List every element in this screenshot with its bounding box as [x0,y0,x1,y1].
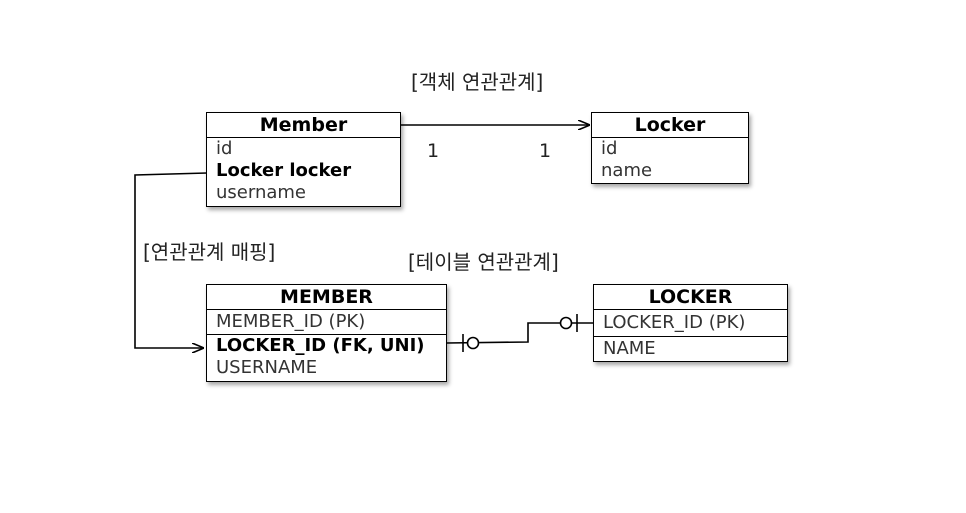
member-class-fields: id Locker locker username [207,138,400,204]
multiplicity-source: 1 [427,140,440,162]
member-column-locker-id: LOCKER_ID (FK, UNI) [216,335,425,356]
locker-class-name: Locker [592,113,748,138]
member-column-pk: MEMBER_ID (PK) [216,311,366,332]
locker-field-name: name [601,160,653,181]
locker-column-name: NAME [603,338,656,359]
member-column-username: USERNAME [216,357,318,378]
mapping-title: [연관관계 매핑] [143,240,276,264]
member-table-pk-section: MEMBER_ID (PK) [207,310,446,335]
member-table-box: MEMBER MEMBER_ID (PK) LOCKER_ID (FK, UNI… [206,284,447,382]
locker-table-name: LOCKER [594,285,787,310]
member-class-box: Member id Locker locker username [206,112,401,207]
member-class-name: Member [207,113,400,138]
locker-class-fields: id name [592,138,748,182]
locker-column-pk: LOCKER_ID (PK) [603,312,746,333]
member-field-locker: Locker locker [216,160,352,181]
table-relation-title: [테이블 연관관계] [408,250,559,274]
member-field-id: id [216,138,233,159]
member-field-username: username [216,182,306,203]
locker-field-id: id [601,138,618,159]
object-relation-title: [객체 연관관계] [411,70,544,94]
locker-class-box: Locker id name [591,112,749,184]
multiplicity-target: 1 [539,140,552,162]
member-side-zero-circle [466,336,480,350]
locker-table-columns: NAME [594,337,787,361]
member-table-columns: LOCKER_ID (FK, UNI) USERNAME [207,335,446,379]
member-table-name: MEMBER [207,285,446,310]
locker-table-pk-section: LOCKER_ID (PK) [594,310,787,337]
locker-side-zero-circle [559,316,573,330]
mapping-connector-arrow [134,172,208,348]
locker-table-box: LOCKER LOCKER_ID (PK) NAME [593,284,788,362]
